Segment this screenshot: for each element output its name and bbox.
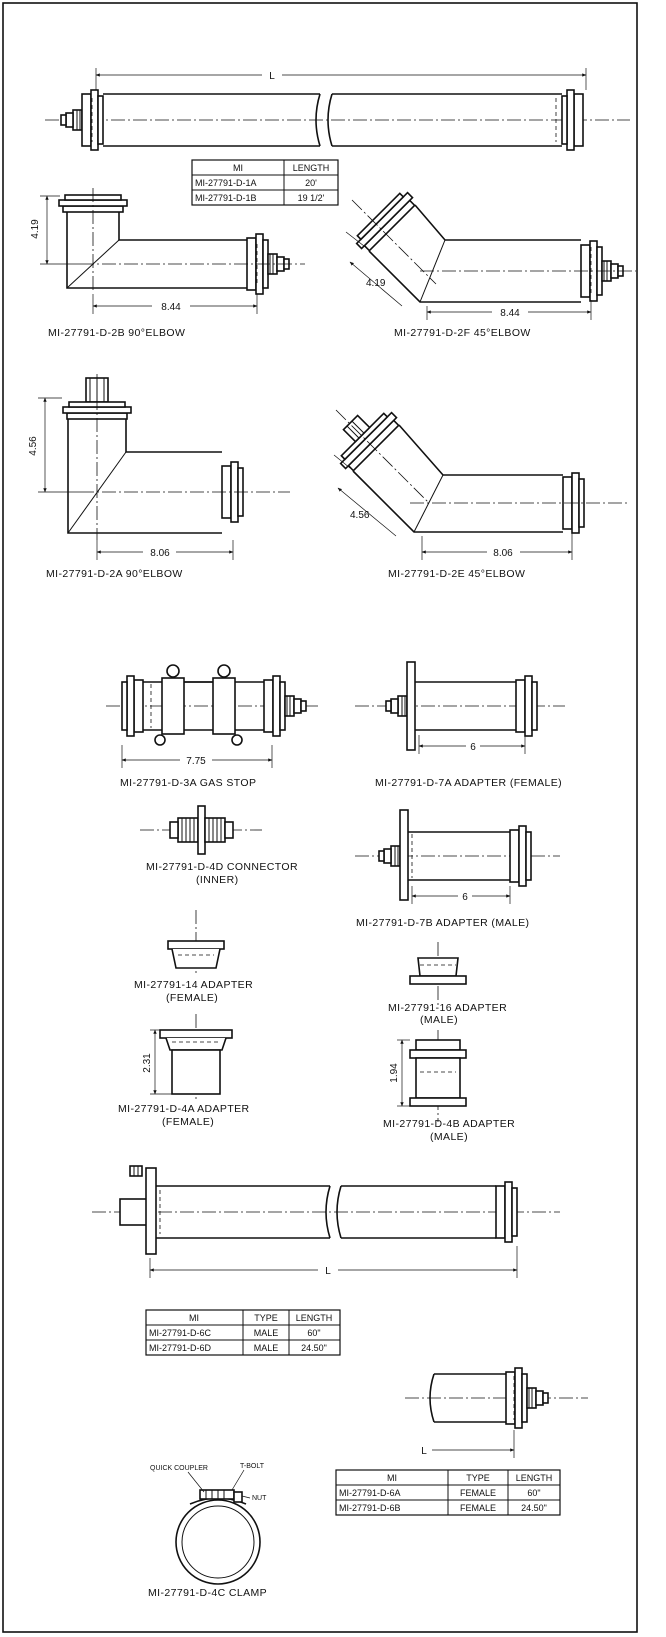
dimension-844-2b: 8.44 [161,302,181,313]
dimension-6-7a: 6 [470,742,476,753]
caption-4b-line1: MI-27791-D-4B ADAPTER [383,1118,515,1130]
table2-row1-mi: MI-27791-D-6C [149,1328,212,1338]
dimension-231: 2.31 [142,1053,153,1073]
length-dimension-label-male: L [325,1266,331,1277]
caption-7a: MI-27791-D-7A ADAPTER (FEMALE) [375,777,562,789]
table2-row1-type: MALE [254,1328,279,1338]
elbow-45-2e-drawing [333,409,630,560]
length-table-1 [191,159,339,206]
table3-header-type: TYPE [466,1473,490,1483]
table3-row1-mi: MI-27791-D-6A [339,1488,401,1498]
straight-line-section-drawing [45,68,630,151]
caption-4a-line2: (FEMALE) [162,1116,214,1128]
table1-row2-mi: MI-27791-D-1B [195,193,257,203]
table3-row2-mi: MI-27791-D-6B [339,1503,401,1513]
table2-row2-type: MALE [254,1343,279,1353]
caption-2f: MI-27791-D-2F 45°ELBOW [394,327,531,339]
caption-16-line2: (MALE) [420,1014,458,1026]
adapter-female-7a-drawing [355,661,565,754]
table2-row1-length: 60" [307,1328,320,1338]
caption-4d-line1: MI-27791-D-4D CONNECTOR [146,861,298,873]
dimension-419-2f: 4.19 [366,278,386,289]
caption-4c: MI-27791-D-4C CLAMP [148,1587,267,1599]
gas-stop-drawing [106,664,320,768]
table2-header-length: LENGTH [296,1313,333,1323]
table3-row1-type: FEMALE [460,1488,496,1498]
length-table-3 [335,1469,561,1516]
length-table-2 [145,1309,341,1356]
clamp-label-t-bolt: T-BOLT [240,1463,265,1470]
caption-2e: MI-27791-D-2E 45°ELBOW [388,568,525,580]
clamp-label-nut: NUT [252,1495,267,1502]
table1-header-length: LENGTH [293,163,330,173]
clamp-label-quick-coupler: QUICK COUPLER [150,1465,208,1472]
elbow-90-2a-drawing [38,374,290,560]
dimension-806-2e: 8.06 [493,548,513,559]
dimension-419-2b: 4.19 [30,219,41,239]
table1-row2-length: 19 1/2' [298,193,325,203]
table3-header-length: LENGTH [516,1473,553,1483]
female-end-line-drawing [405,1367,588,1458]
caption-7b: MI-27791-D-7B ADAPTER (MALE) [356,917,529,929]
adapter-4b-male-drawing [397,1030,467,1122]
adapter-4a-female-drawing [150,1014,233,1102]
dimension-775: 7.75 [186,756,206,767]
dimension-456-2e: 4.56 [350,510,370,521]
caption-14-line2: (FEMALE) [166,992,218,1004]
table3-row2-type: FEMALE [460,1503,496,1513]
table3-row1-length: 60" [527,1488,540,1498]
table2-header-mi: MI [189,1313,199,1323]
table3-row2-length: 24.50" [521,1503,547,1513]
adapter-male-7b-drawing [355,809,560,904]
caption-14-line1: MI-27791-14 ADAPTER [134,979,253,991]
length-dimension-label: L [269,71,275,82]
table2-row2-length: 24.50" [301,1343,327,1353]
table2-row2-mi: MI-27791-D-6D [149,1343,212,1353]
caption-4a-line1: MI-27791-D-4A ADAPTER [118,1103,250,1115]
caption-3a: MI-27791-D-3A GAS STOP [120,777,256,789]
elbow-45-2f-drawing [345,191,636,320]
table1-header-mi: MI [233,163,243,173]
dimension-844-2f: 8.44 [500,308,520,319]
dimension-194: 1.94 [389,1063,400,1083]
table2-header-type: TYPE [254,1313,278,1323]
caption-16-line1: MI-27791-16 ADAPTER [388,1002,507,1014]
caption-4b-line2: (MALE) [430,1131,468,1143]
connector-inner-drawing [140,805,262,855]
caption-2a: MI-27791-D-2A 90°ELBOW [46,568,183,580]
dimension-806-2a: 8.06 [150,548,170,559]
table1-row1-mi: MI-27791-D-1A [195,178,257,188]
clamp-drawing [175,1469,261,1585]
elbow-90-2b-drawing [40,188,305,314]
caption-2b: MI-27791-D-2B 90°ELBOW [48,327,185,339]
dimension-6-7b: 6 [462,892,468,903]
dimension-456-2a: 4.56 [28,436,39,456]
caption-4d-line2: (INNER) [196,874,238,886]
sheet-border [2,2,638,1633]
adapter-16-male-drawing [409,942,467,1008]
length-dimension-label-female: L [421,1446,427,1457]
male-end-line-drawing [92,1165,560,1278]
adapter-14-female-drawing [167,910,225,976]
table3-header-mi: MI [387,1473,397,1483]
table1-row1-length: 20' [305,178,317,188]
